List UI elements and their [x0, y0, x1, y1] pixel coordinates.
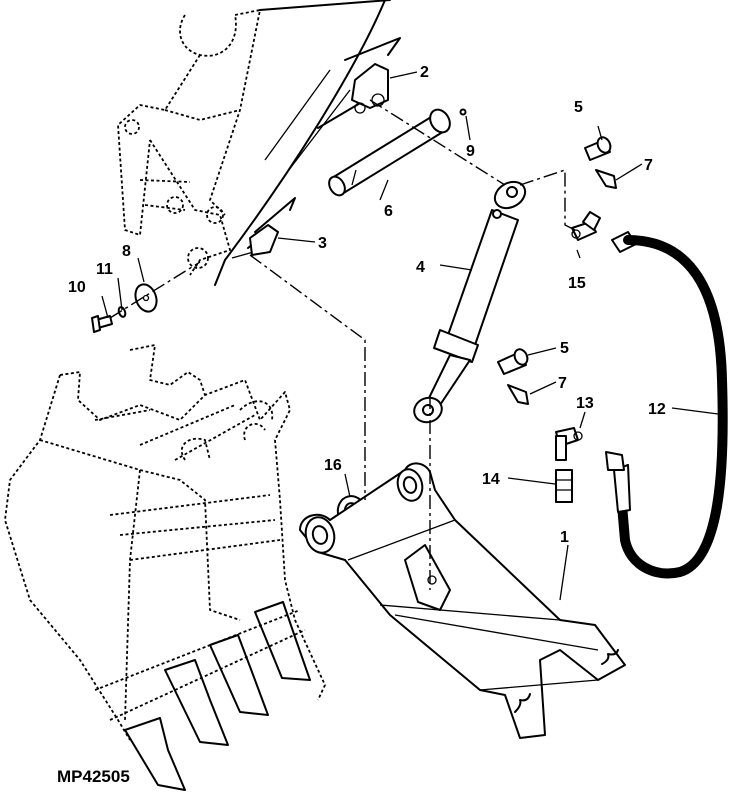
callout-7-upper: 7 — [644, 157, 653, 174]
dipperstick-phantom — [117, 9, 261, 276]
callout-6: 6 — [384, 203, 393, 220]
callout-13: 13 — [576, 395, 594, 412]
callout-3: 3 — [318, 235, 327, 252]
callout-2: 2 — [420, 64, 429, 81]
pin-6 — [328, 108, 451, 197]
callout-leaders — [101, 71, 719, 601]
callout-1: 1 — [560, 529, 569, 546]
coupler-frame-1 — [299, 462, 626, 739]
callout-8: 8 — [122, 243, 131, 260]
callout-9: 9 — [466, 143, 475, 160]
washer-8 — [134, 283, 158, 313]
clip-7-upper — [595, 169, 617, 189]
bracket-3 — [249, 224, 279, 256]
callout-5-upper: 5 — [574, 99, 583, 116]
fitting-15 — [571, 211, 601, 241]
pin-5-upper — [584, 136, 612, 161]
callout-16: 16 — [324, 457, 342, 474]
callout-11: 11 — [96, 261, 113, 278]
callout-14: 14 — [482, 471, 500, 488]
dipperstick-outline — [214, 0, 401, 286]
pin-5-lower — [497, 348, 529, 375]
figure-code: MP42505 — [57, 767, 130, 786]
alignment-lines — [109, 99, 576, 590]
fitting-13 — [555, 427, 583, 461]
hose-12 — [605, 231, 728, 579]
bucket-phantom — [4, 344, 326, 741]
callout-15: 15 — [568, 275, 586, 292]
bracket-2 — [351, 63, 389, 114]
bucket-teeth — [94, 601, 311, 791]
callout-12: 12 — [648, 401, 666, 418]
bolt-10 — [91, 315, 113, 333]
callout-labels: 1 2 3 4 5 5 6 7 7 8 9 10 11 12 13 14 15 … — [68, 64, 666, 546]
clip-7-lower — [507, 384, 529, 405]
link-4 — [413, 180, 527, 424]
grease-fitting-9 — [459, 108, 467, 116]
fitting-14 — [555, 469, 573, 503]
callout-5-lower: 5 — [560, 340, 569, 357]
callout-7-lower: 7 — [558, 375, 567, 392]
callout-4: 4 — [416, 259, 425, 276]
callout-10: 10 — [68, 279, 86, 296]
